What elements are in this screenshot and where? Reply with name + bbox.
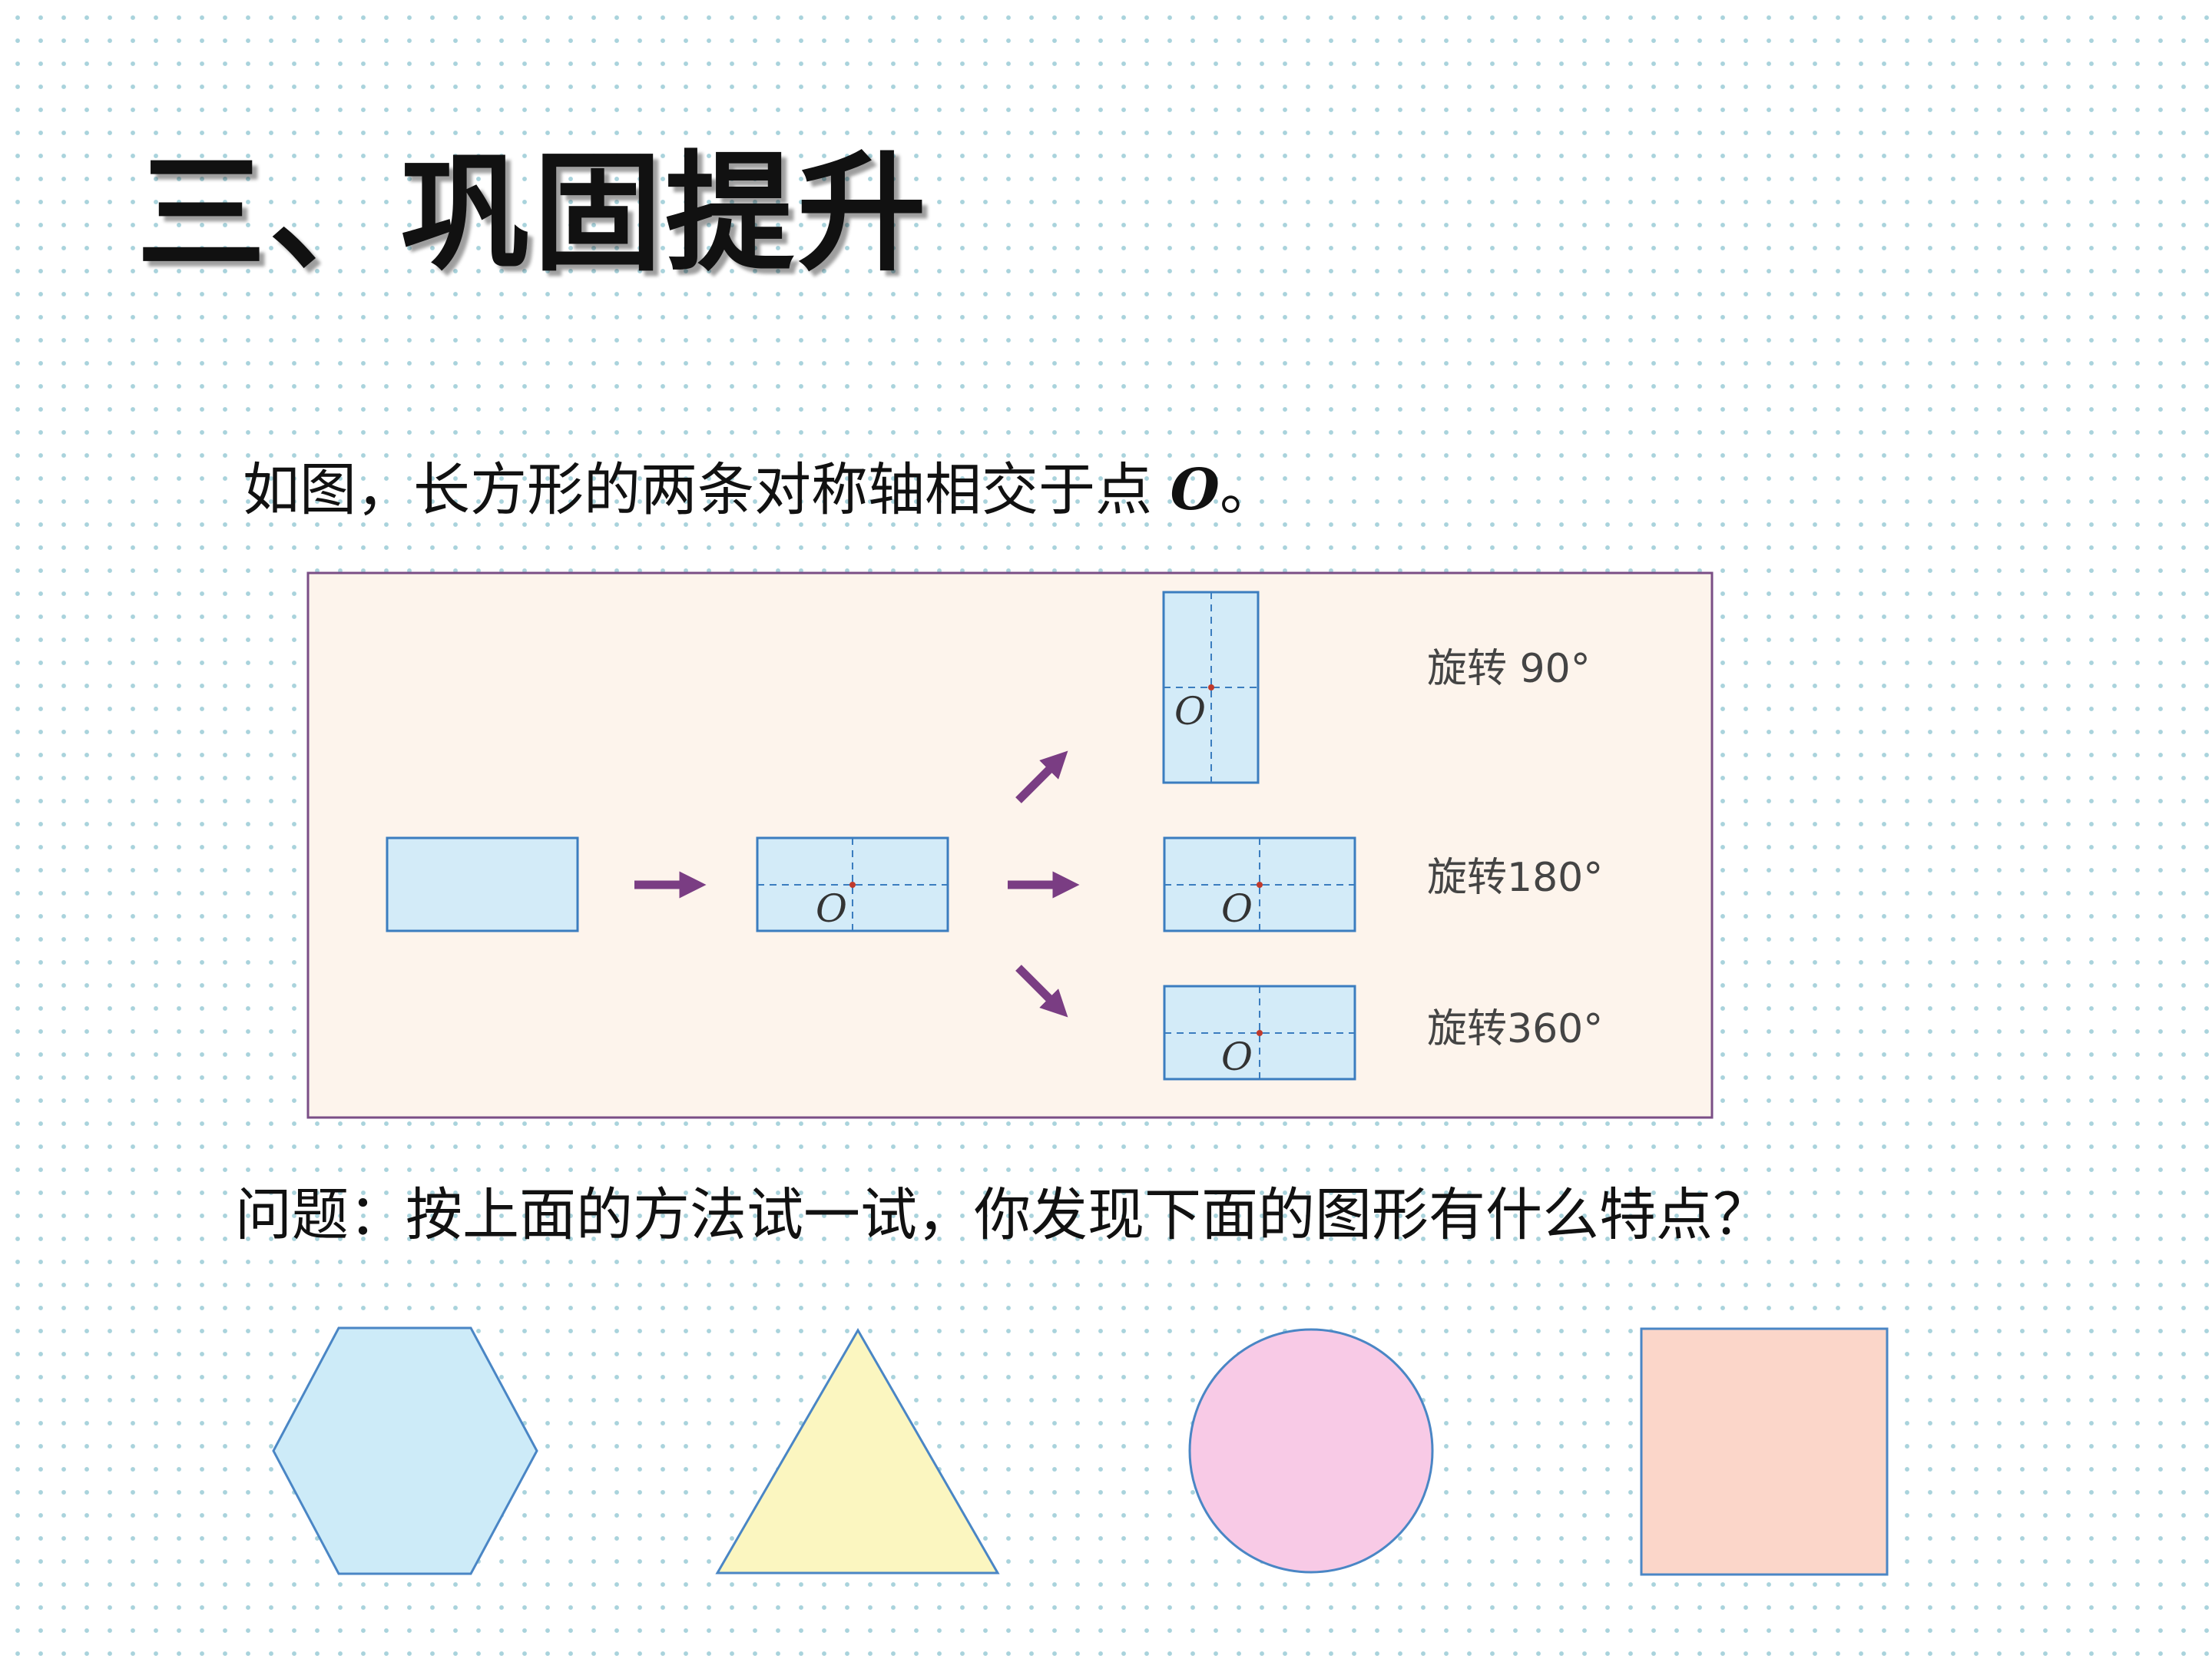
point-o-label: O	[1221, 886, 1253, 931]
point-o-label: O	[816, 886, 847, 931]
slide-title: 三、巩固提升	[137, 138, 929, 289]
circle-shape	[1188, 1328, 1434, 1574]
rectangle-rotated-90: O	[1162, 591, 1260, 784]
triangle-shape	[715, 1328, 1000, 1575]
arrow-up-right-icon	[1015, 750, 1068, 803]
original-rectangle	[386, 836, 579, 932]
rotation-label-90: 旋转 90°	[1427, 646, 1591, 692]
statement-end: 。	[1220, 457, 1277, 523]
point-o-label: O	[1174, 689, 1206, 733]
rectangle-rotated-180: O	[1163, 836, 1356, 932]
statement-text: 如图，长方形的两条对称轴相交于点	[243, 457, 1171, 523]
arrow-down-right-icon	[1015, 965, 1068, 1018]
statement-point-label: O	[1170, 457, 1220, 523]
hexagon-shape	[272, 1326, 538, 1575]
point-o-label: O	[1221, 1035, 1253, 1079]
problem-statement: 如图，长方形的两条对称轴相交于点 O。	[243, 452, 1277, 528]
rectangle-with-axes: O	[756, 836, 949, 932]
question-text: 问题：按上面的方法试一试，你发现下面的图形有什么特点？	[235, 1182, 1770, 1248]
square-shape	[1640, 1327, 1889, 1576]
rotation-label-180: 旋转180°	[1427, 855, 1603, 901]
rectangle-rotated-360: O	[1163, 985, 1356, 1081]
rotation-label-360: 旋转360°	[1427, 1006, 1603, 1052]
